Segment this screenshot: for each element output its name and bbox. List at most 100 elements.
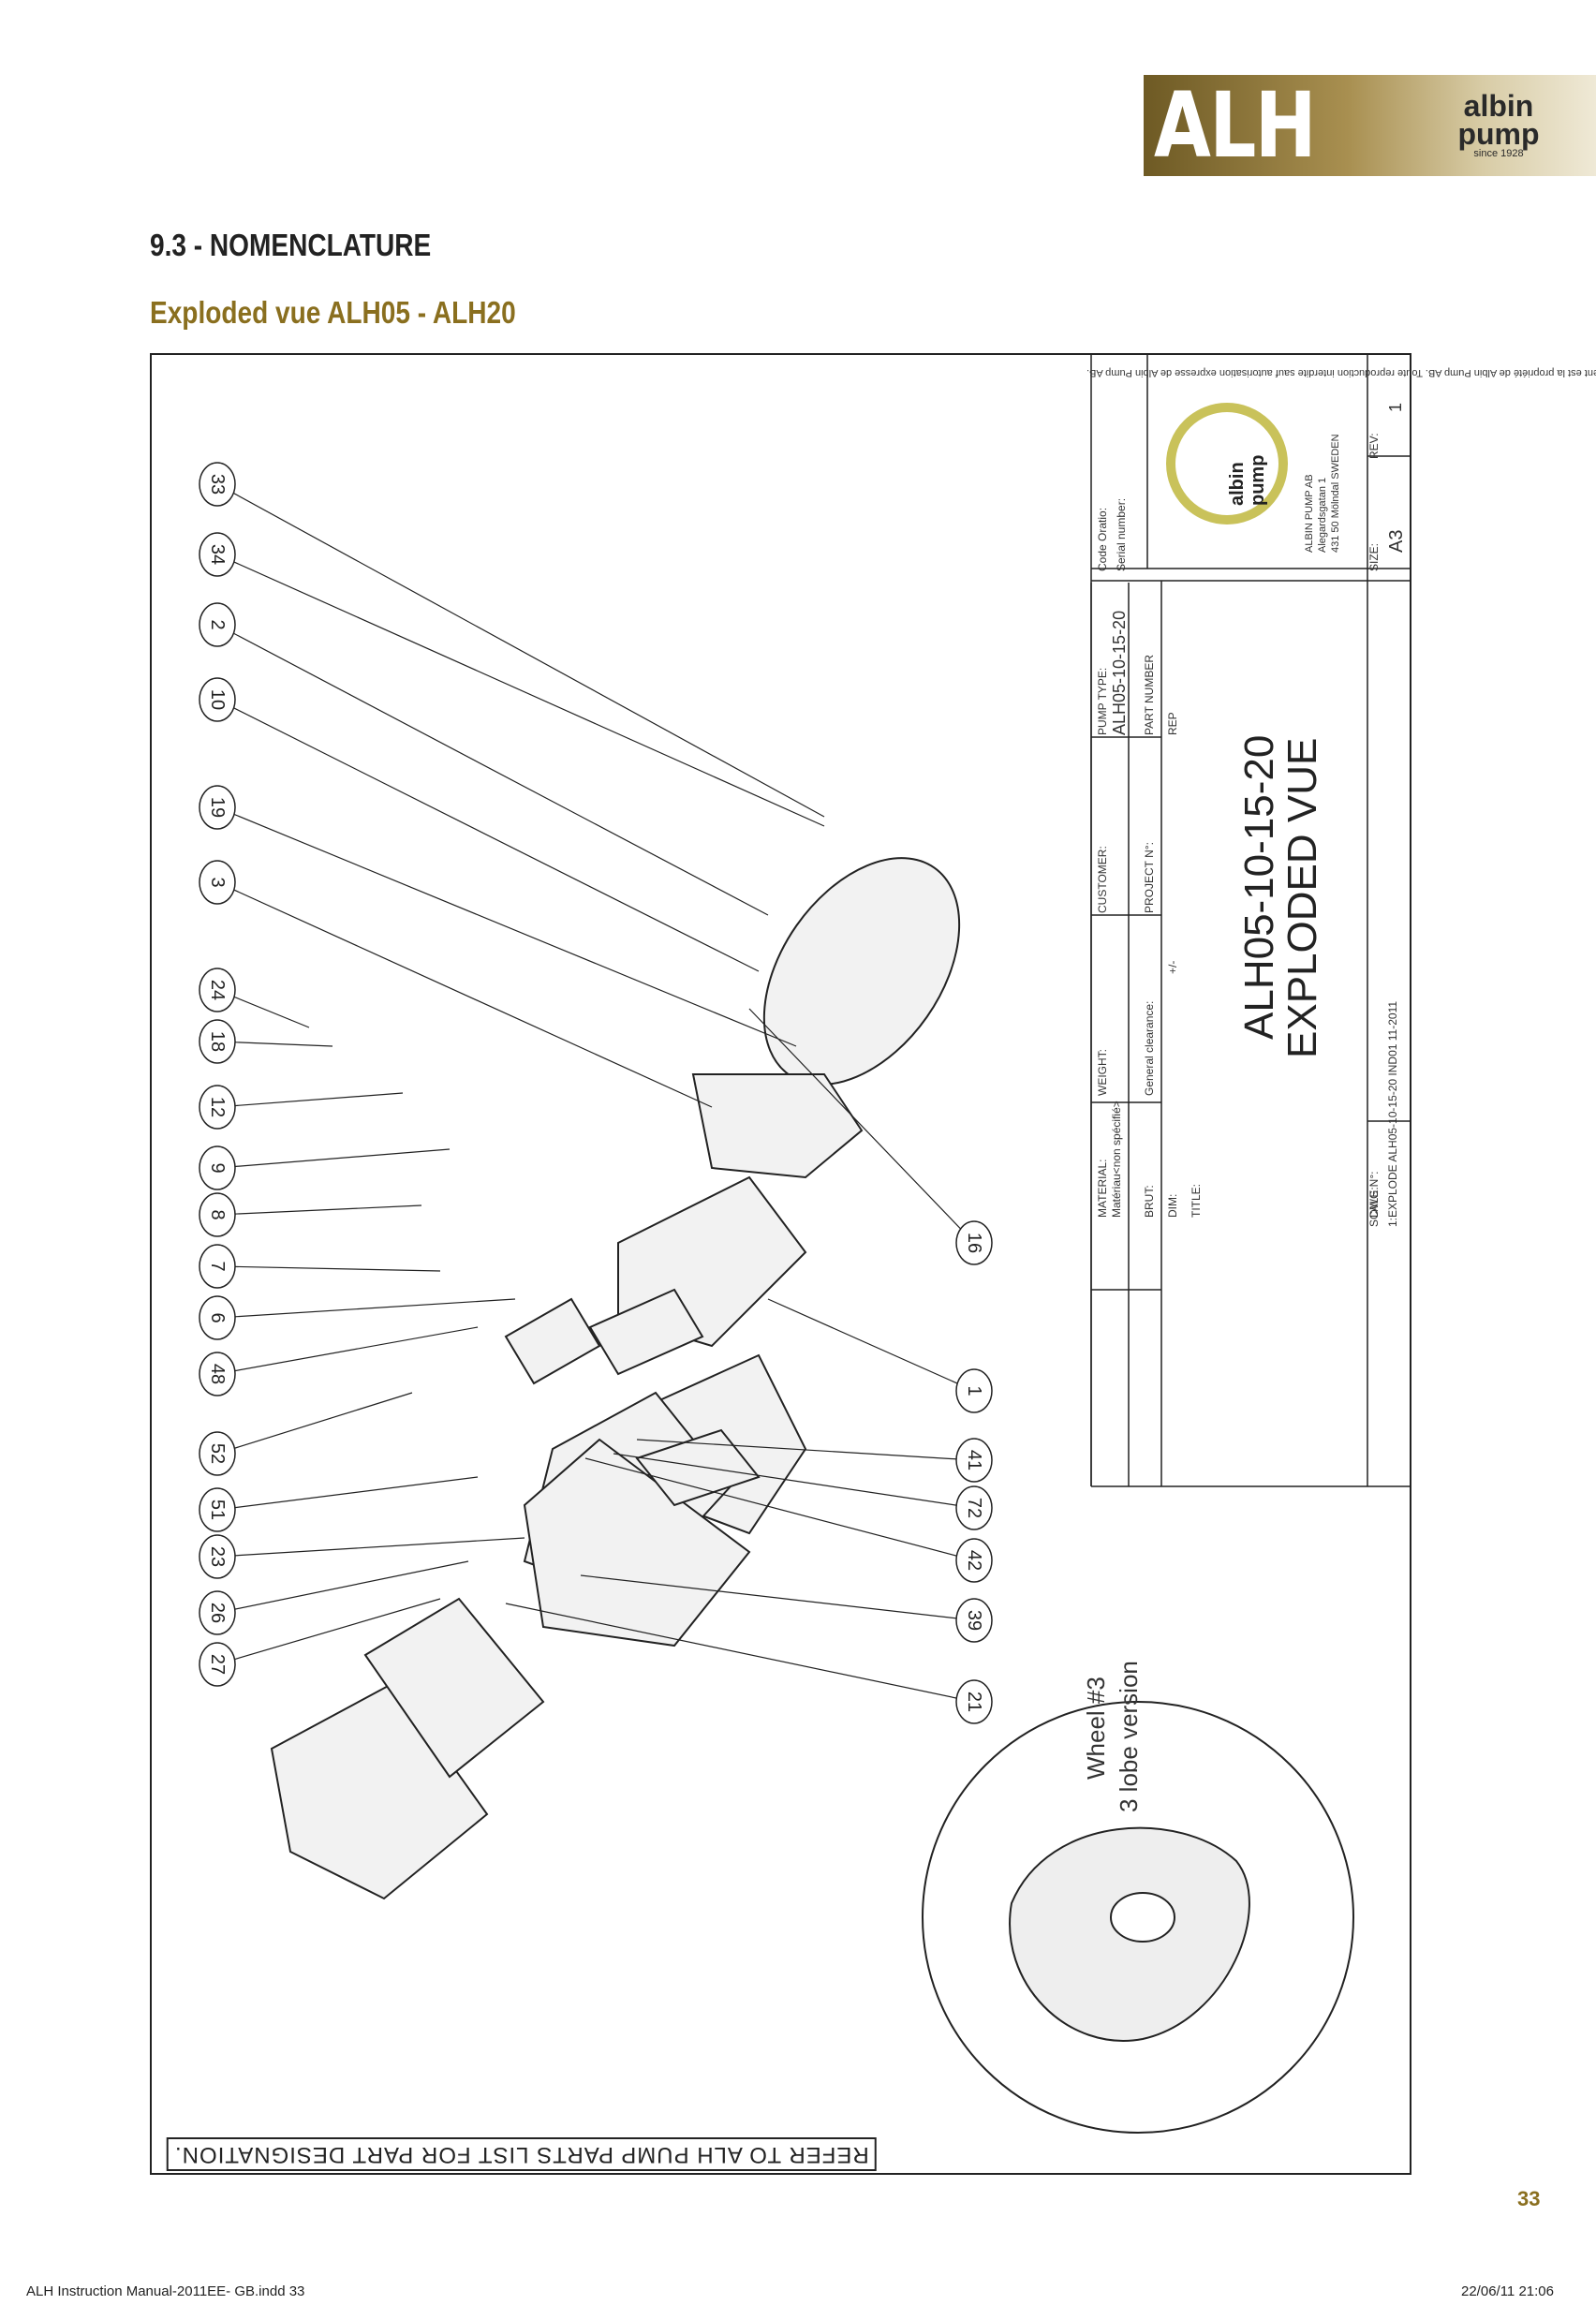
pump-type-label: PUMP TYPE: [1096, 667, 1109, 735]
balloon-label-12: 12 [207, 1097, 228, 1117]
dwg-value: EXPLODE ALH05-10-15-20 IND01 11-2011 [1386, 1000, 1399, 1218]
balloon-41 [955, 1438, 993, 1483]
page-number: 33 [1517, 2187, 1541, 2210]
balloon-26 [199, 1590, 236, 1635]
leader-line-3 [216, 881, 713, 1108]
leader-line-6 [216, 1298, 516, 1319]
brand-band [1144, 75, 1596, 176]
copyright-note: Ce document est la propriété de Albin Pu… [1086, 367, 1596, 378]
scale-value: 1: [1386, 1217, 1399, 1227]
balloon-23 [199, 1534, 236, 1579]
balloon-27 [199, 1642, 236, 1687]
leader-line-18 [216, 1041, 333, 1047]
balloon-label-34: 34 [207, 544, 228, 565]
balloon-34 [199, 532, 236, 577]
balloon-42 [955, 1538, 993, 1583]
pump-type-value: ALH05-10-15-20 [1110, 610, 1129, 735]
leader-line-42 [584, 1457, 975, 1561]
balloon-8 [199, 1192, 236, 1237]
leader-line-51 [216, 1476, 479, 1511]
leader-line-41 [636, 1439, 975, 1461]
rev-value: 1 [1386, 402, 1405, 412]
drawing-title-line1: ALH05-10-15-20 [1236, 734, 1282, 1040]
leader-line-7 [216, 1265, 441, 1272]
leader-line-39 [580, 1574, 975, 1621]
balloon-2 [199, 602, 236, 647]
code-oratio-label: Code Oratio: [1096, 507, 1109, 571]
leader-line-27 [216, 1598, 441, 1665]
leader-line-52 [216, 1392, 413, 1455]
material-label: MATERIAL: [1096, 1159, 1109, 1218]
balloon-label-10: 10 [207, 689, 228, 710]
company-street: Alegardsgatan 1 [1317, 477, 1328, 553]
balloon-label-48: 48 [207, 1364, 228, 1384]
detail-label-2: 3 lobe version [1115, 1661, 1143, 1812]
balloon-label-3: 3 [207, 877, 228, 887]
section-title: 9.3 - NOMENCLATURE [150, 228, 432, 262]
leader-line-34 [216, 554, 825, 827]
balloon-1 [955, 1368, 993, 1413]
company-logo-text-2: pump [1248, 454, 1268, 506]
balloon-24 [199, 968, 236, 1012]
balloon-label-33: 33 [207, 474, 228, 495]
balloon-label-52: 52 [207, 1443, 228, 1464]
logo-since: since 1928 [1473, 148, 1524, 159]
balloon-label-39: 39 [964, 1610, 984, 1631]
balloon-label-7: 7 [207, 1261, 228, 1271]
size-label: SIZE: [1367, 542, 1381, 571]
company-city: 431 50 Mölndal SWEDEN [1330, 434, 1341, 553]
size-value: A3 [1386, 529, 1407, 553]
balloon-label-41: 41 [964, 1450, 984, 1470]
leader-line-1 [767, 1298, 975, 1392]
company-logo-ring [1166, 403, 1288, 525]
balloon-label-2: 2 [207, 619, 228, 629]
balloon-label-72: 72 [964, 1498, 984, 1518]
balloon-label-21: 21 [964, 1692, 984, 1712]
balloon-label-16: 16 [964, 1233, 984, 1253]
leader-line-21 [505, 1603, 975, 1703]
material-value: Matériau<non spécifié> [1110, 1101, 1123, 1218]
balloon-label-18: 18 [207, 1031, 228, 1052]
balloon-19 [199, 785, 236, 830]
company-name: ALBIN PUMP AB [1304, 474, 1315, 553]
balloon-12 [199, 1085, 236, 1130]
serial-number-label: Serial number: [1115, 497, 1128, 571]
balloon-label-6: 6 [207, 1312, 228, 1322]
leader-line-8 [216, 1204, 422, 1216]
brut-label: BRUT: [1143, 1185, 1156, 1218]
customer-label: CUSTOMER: [1096, 846, 1109, 913]
leader-line-16 [748, 1008, 975, 1244]
part-number-label: PART NUMBER [1143, 654, 1156, 735]
balloon-16 [955, 1220, 993, 1265]
company-logo-text-1: albin [1227, 462, 1248, 506]
footer-left: ALH Instruction Manual-2011EE- GB.indd 3… [26, 2283, 305, 2299]
leader-line-72 [613, 1453, 975, 1509]
balloon-18 [199, 1019, 236, 1064]
balloon-33 [199, 462, 236, 507]
balloon-label-42: 42 [964, 1550, 984, 1571]
title-label: TITLE: [1190, 1183, 1203, 1218]
weight-label: WEIGHT: [1096, 1049, 1109, 1096]
footer-right: 22/06/11 21:06 [1461, 2283, 1554, 2299]
brand-wordmark: ALH [1154, 73, 1317, 178]
refer-note: REFER TO ALH PUMP PARTS LIST FOR PART DE… [167, 2137, 877, 2171]
leader-line-9 [216, 1148, 451, 1169]
balloon-51 [199, 1487, 236, 1532]
logo-line1: albin [1463, 89, 1534, 123]
leader-line-19 [216, 806, 797, 1047]
balloon-6 [199, 1295, 236, 1340]
rev-label: REV: [1367, 433, 1381, 459]
leader-line-23 [216, 1537, 525, 1558]
balloon-label-9: 9 [207, 1162, 228, 1173]
balloon-39 [955, 1598, 993, 1643]
dim-label: DIM: [1166, 1193, 1179, 1218]
rep-label: REP [1166, 712, 1179, 735]
project-label: PROJECT N°: [1143, 842, 1156, 913]
leader-line-2 [216, 624, 769, 916]
balloon-48 [199, 1352, 236, 1396]
balloon-9 [199, 1145, 236, 1190]
scale-label: SCALE: [1367, 1187, 1381, 1227]
balloon-21 [955, 1679, 993, 1724]
leader-line-33 [216, 483, 825, 818]
